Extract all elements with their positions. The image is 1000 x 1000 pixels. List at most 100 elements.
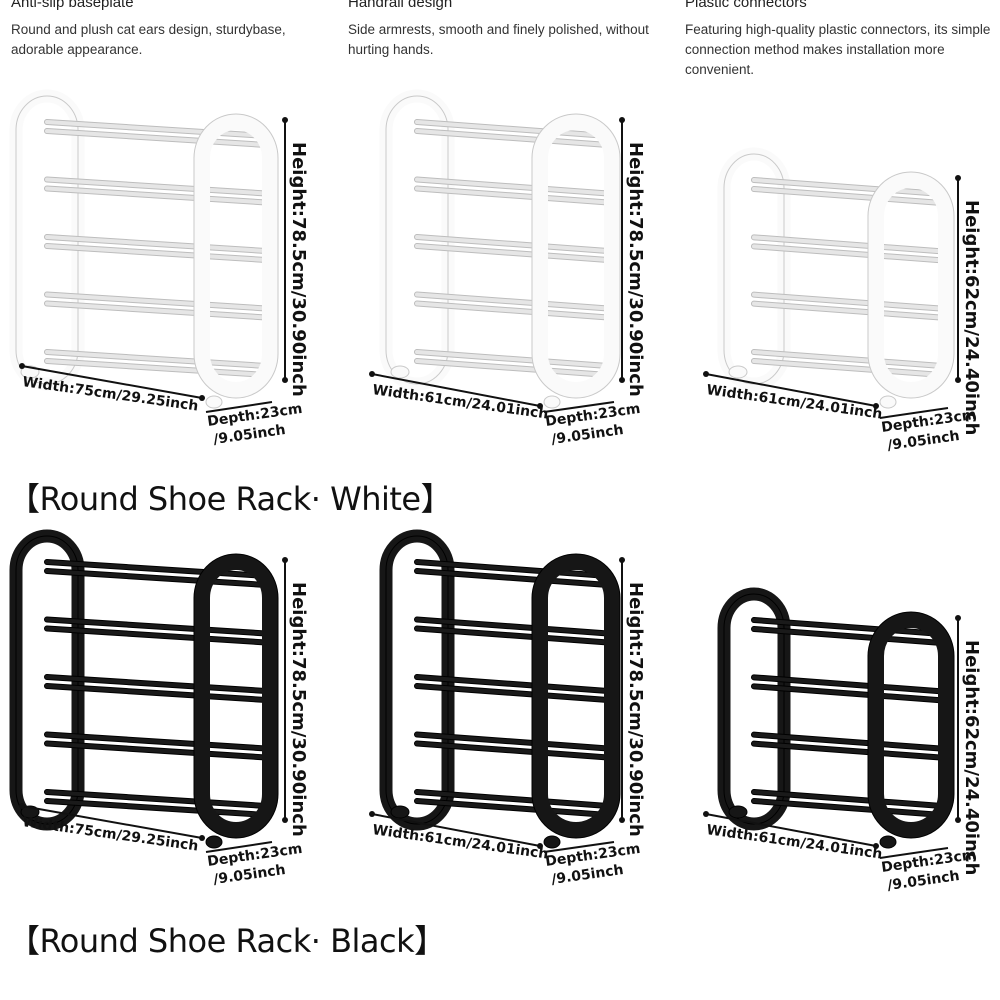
width-label: Width:75cm/29.25inch <box>21 374 199 415</box>
front-frame <box>532 554 620 838</box>
shelf-rail-fill <box>752 359 944 377</box>
shelf-rail-fill <box>415 732 610 751</box>
height-label: Height:78.5cm/30.90inch <box>625 142 646 397</box>
shelf-rail-fill <box>752 618 944 636</box>
height-label: Height:78.5cm/30.90inch <box>625 582 646 837</box>
shelf-rail-fill <box>752 675 944 694</box>
width-dimension-line <box>705 373 877 407</box>
front-frame-outline <box>193 113 279 399</box>
feature-anti-slip: Anti-slip baseplate Round and plush cat … <box>11 0 321 60</box>
dimension-dot <box>282 117 288 123</box>
rack-2: Height:78.5cm/30.90inchWidth:61cm/24.01i… <box>369 89 646 448</box>
shelf-rail-fill <box>45 292 268 311</box>
width-label: Width:61cm/24.01inch <box>705 822 883 863</box>
height-label: Height:78.5cm/30.90inch <box>288 142 309 397</box>
dimension-dot <box>619 377 625 383</box>
shelf-rail-fill <box>45 244 268 262</box>
front-frame-outline <box>531 553 621 839</box>
width-dimension-line <box>21 365 203 399</box>
feature-title: Plastic connectors <box>685 0 807 11</box>
shelf-rail-fill <box>415 675 610 693</box>
shelf-rail-fill <box>415 244 610 262</box>
shelf-rail-fill <box>415 359 610 377</box>
rack-1: Height:78.5cm/30.90inchWidth:75cm/29.25i… <box>9 529 309 888</box>
foot <box>390 805 410 819</box>
shelf-rail-fill <box>752 292 944 311</box>
feature-title: Handrail design <box>348 0 453 11</box>
front-frame-outline <box>193 553 279 839</box>
dimension-dot <box>199 835 205 841</box>
height-label: Height:62cm/24.40inch <box>961 640 982 875</box>
feature-description: Side armrests, smooth and finely polishe… <box>348 22 649 57</box>
shelf-rail-fill <box>45 301 268 320</box>
dimension-dot <box>619 117 625 123</box>
shelf-rail-fill <box>752 350 944 368</box>
section-title-black: 【Round Shoe Rack· Black】 <box>8 922 446 960</box>
height-label: Height:78.5cm/30.90inch <box>288 582 309 837</box>
front-frame-outline <box>867 611 955 839</box>
depth-dimension-line <box>543 401 615 413</box>
shelf-rail-fill <box>415 560 610 578</box>
dimension-dot <box>619 817 625 823</box>
rack-3: Height:62cm/24.40inchWidth:61cm/24.01inc… <box>703 587 982 894</box>
width-dimension-line <box>21 805 203 839</box>
foot <box>390 365 410 379</box>
shelf-rail-fill <box>415 741 610 760</box>
width-dimension-line <box>371 373 541 407</box>
shelf-rail-fill <box>45 186 268 205</box>
shelf-rail-fill <box>752 301 944 320</box>
dimension-dot <box>19 803 25 809</box>
shelf-rail-fill <box>415 301 610 320</box>
shelf-rail-fill <box>415 120 610 138</box>
shelf-rail-fill <box>415 186 610 205</box>
foot <box>205 395 223 409</box>
depth-dimension-line <box>879 847 949 859</box>
dimension-dot <box>955 615 961 621</box>
dimension-dot <box>955 377 961 383</box>
dimension-dot <box>703 371 709 377</box>
rack-2: Height:78.5cm/30.90inchWidth:61cm/24.01i… <box>369 529 646 888</box>
shelf-rail-fill <box>415 626 610 645</box>
shelf-rail-fill <box>415 177 610 196</box>
dimension-dot <box>369 811 375 817</box>
dimension-dot <box>282 557 288 563</box>
shelf-rail-fill <box>752 187 944 205</box>
width-label: Width:61cm/24.01inch <box>371 382 549 423</box>
foot <box>543 835 561 849</box>
feature-handrail: Handrail design Side armrests, smooth an… <box>348 0 658 60</box>
shelf-rail-fill <box>415 129 610 147</box>
depth-dimension-line <box>205 841 273 853</box>
shelf-rail-fill <box>415 790 610 808</box>
shelf-rail-fill <box>752 684 944 703</box>
depth-dimension-line <box>543 841 615 853</box>
section-title-white: 【Round Shoe Rack· White】 <box>8 480 453 518</box>
black-rack-illustrations: Height:78.5cm/30.90inchWidth:75cm/29.25i… <box>9 529 982 894</box>
front-frame <box>868 172 954 398</box>
shelf-rail-fill <box>45 626 268 645</box>
dimension-dot <box>955 817 961 823</box>
shelf-rail-fill <box>415 235 610 253</box>
shelf-rail-fill <box>45 129 268 147</box>
shelf-rail-fill <box>752 235 944 254</box>
width-label: Width:61cm/24.01inch <box>371 822 549 863</box>
shelf-rail-fill <box>45 359 268 377</box>
shelf-rail-fill <box>45 120 268 138</box>
dimension-dot <box>282 377 288 383</box>
shelf-rail-fill <box>415 684 610 702</box>
shelf-rail-fill <box>752 178 944 196</box>
shelf-rail-fill <box>45 741 268 760</box>
shelf-rail-fill <box>45 675 268 693</box>
shelf-rail-fill <box>415 569 610 587</box>
shelf-rail-fill <box>45 177 268 196</box>
front-frame <box>868 612 954 838</box>
shelf-rail-fill <box>415 350 610 368</box>
dimension-dot <box>282 817 288 823</box>
shelf-rail-fill <box>752 790 944 808</box>
foot <box>879 835 897 849</box>
shelf-rail-fill <box>45 790 268 808</box>
front-frame-outline <box>531 113 621 399</box>
shelf-rail-fill <box>45 732 268 751</box>
shelf-rail-fill <box>45 350 268 368</box>
width-dimension-line <box>705 813 877 847</box>
rack-3: Height:62cm/24.40inchWidth:61cm/24.01inc… <box>703 147 982 454</box>
